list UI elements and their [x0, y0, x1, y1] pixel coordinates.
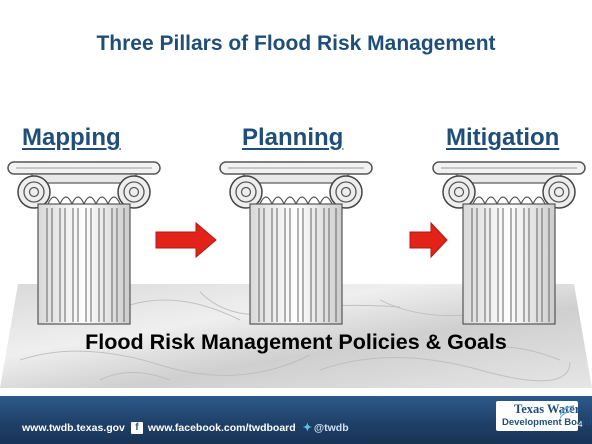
wave-icon — [560, 405, 574, 419]
arrow-right-icon — [155, 221, 217, 259]
logo-line1: Texas Water — [514, 402, 581, 416]
footer-links: www.twdb.texas.gov f www.facebook.com/tw… — [22, 421, 349, 434]
foundation-label: Flood Risk Management Policies & Goals — [85, 330, 507, 354]
twitter-bird-icon: ✦ — [302, 422, 312, 434]
page-number: 4 — [578, 420, 583, 429]
website-link[interactable]: www.twdb.texas.gov — [22, 421, 125, 434]
logo-line2: Development Board — [502, 417, 592, 428]
arrow-right-icon — [409, 221, 448, 259]
facebook-icon: f — [130, 421, 143, 434]
pillar-label-planning: Planning — [242, 124, 344, 151]
pillar-label-mitigation: Mitigation — [446, 124, 560, 151]
facebook-link[interactable]: www.facebook.com/twdboard — [147, 421, 296, 434]
pillar-label-mapping: Mapping — [22, 124, 121, 151]
twitter-handle[interactable]: @twdb — [313, 421, 349, 434]
footer-bar: www.twdb.texas.gov f www.facebook.com/tw… — [0, 396, 592, 444]
slide-title: Three Pillars of Flood Risk Management — [96, 32, 496, 55]
twdb-logo: Texas Water Development Board — [496, 401, 592, 431]
